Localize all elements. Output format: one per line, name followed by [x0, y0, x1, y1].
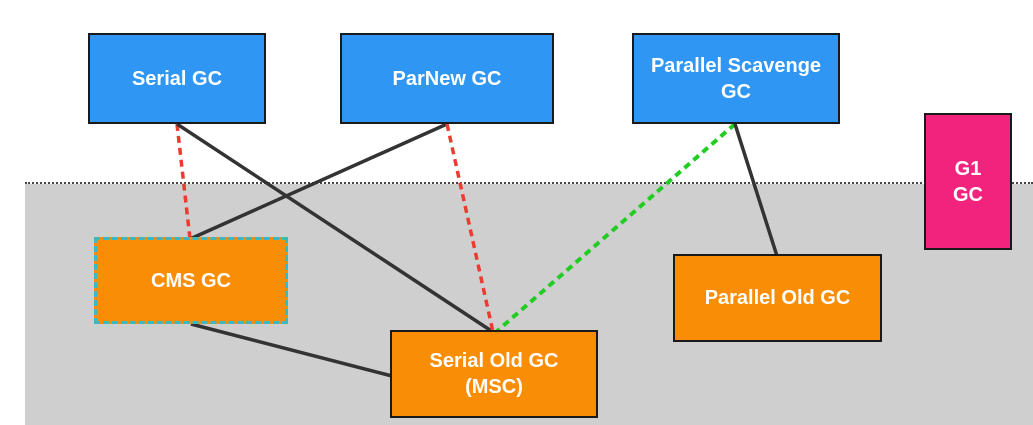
serial-old-gc-box: Serial Old GC (MSC): [390, 330, 598, 418]
link-parallel-scavenge-to-serial-old: [494, 122, 737, 334]
parallel-scavenge-gc-box: Parallel Scavenge GC: [632, 33, 840, 124]
parnew-gc-box: ParNew GC: [340, 33, 554, 124]
link-parallel-scavenge-to-parallel-old: [733, 123, 779, 257]
cms-gc-box: CMS GC: [94, 237, 288, 324]
link-serial-to-serial-old: [176, 122, 494, 334]
link-parnew-to-cms: [189, 122, 448, 241]
generation-divider-line: [25, 182, 1033, 184]
link-serial-to-cms: [175, 123, 192, 240]
g1-gc-box: G1 GC: [924, 113, 1012, 250]
link-parnew-to-serial-old: [445, 123, 495, 333]
link-cms-to-serial-old: [190, 322, 393, 378]
parallel-old-gc-box: Parallel Old GC: [673, 254, 882, 342]
serial-gc-box: Serial GC: [88, 33, 266, 124]
